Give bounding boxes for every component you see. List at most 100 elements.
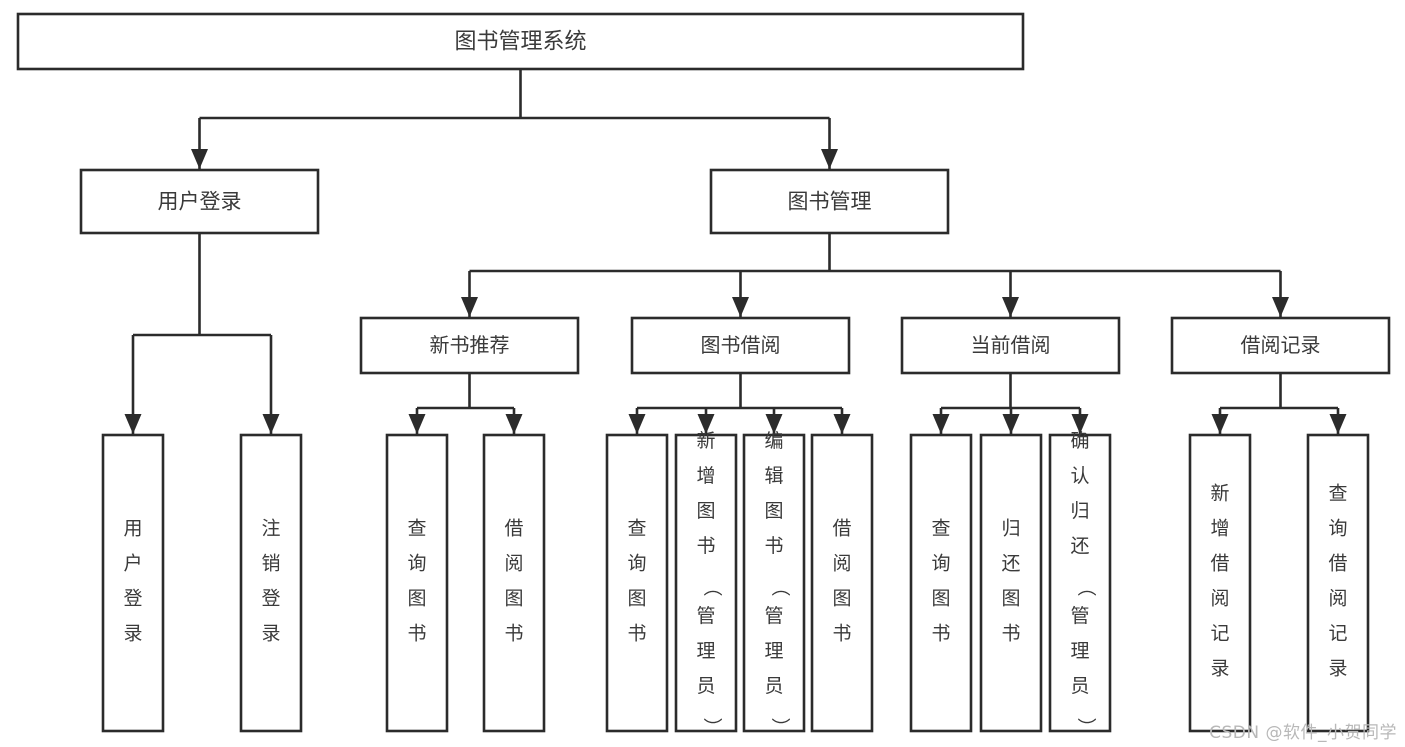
leaf-node-5-char: 理 (696, 640, 715, 662)
leaf-node-5-char: 书 (696, 535, 715, 557)
leaf-node-6-char: 图 (764, 500, 783, 522)
arrow-head-icon (765, 414, 783, 434)
level3-node-0[interactable]: 新书推荐 (359, 316, 580, 375)
level3-node-3-label: 借阅记录 (1241, 333, 1321, 357)
leaf-node-4-char: 询 (627, 553, 646, 575)
leaf-node-5-char: 员 (696, 675, 715, 697)
arrow-head-icon (408, 414, 426, 434)
arrow-head-icon (505, 414, 523, 434)
leaf-node-6-rect (742, 433, 806, 733)
arrow-head-icon (1071, 414, 1089, 434)
leaf-node-7-char: 阅 (832, 553, 851, 575)
arrow-head-icon (821, 149, 838, 169)
leaf-node-10-char: ） (1075, 717, 1097, 736)
leaf-node-9-char: 归 (1001, 518, 1020, 540)
leaf-node-10-char: 理 (1070, 640, 1089, 662)
leaf-node-7-char: 图 (832, 588, 851, 610)
leaf-node-2-rect (385, 433, 449, 733)
arrow-head-icon (697, 414, 715, 434)
leaf-node-7-char: 书 (832, 623, 851, 645)
watermark-text: CSDN @软件_小贺同学 (1209, 723, 1397, 743)
leaf-node-5-char: 增 (696, 465, 715, 487)
leaf-node-11-char: 记 (1210, 623, 1229, 645)
level3-node-2-rect (900, 316, 1121, 375)
leaf-node-10-char: 还 (1070, 535, 1089, 557)
leaf-node-10-char: 确 (1070, 430, 1089, 452)
leaf-node-1-char: 录 (261, 623, 280, 645)
leaf-node-6-char: 辑 (764, 465, 783, 487)
leaf-node-10-rect (1048, 433, 1112, 733)
leaf-node-3-char: 阅 (504, 553, 523, 575)
leaf-node-2-char: 询 (407, 553, 426, 575)
leaf-node-0[interactable]: 用户登录 (101, 433, 165, 733)
arrow-head-icon (833, 414, 851, 434)
leaf-node-6-char: 编 (764, 430, 783, 452)
level2-node-0[interactable]: 用户登录 (79, 168, 320, 235)
leaf-node-6-char: （ (769, 577, 791, 596)
leaf-node-10-char: 认 (1070, 465, 1089, 487)
arrow-head-icon (1002, 297, 1019, 317)
leaf-node-3-char: 图 (504, 588, 523, 610)
leaf-node-1-char: 登 (261, 588, 280, 610)
arrow-head-icon (932, 414, 950, 434)
arrow-head-icon (124, 414, 142, 434)
leaf-node-6-char: 管 (764, 605, 783, 627)
leaf-node-12-char: 录 (1328, 658, 1347, 680)
level3-node-2[interactable]: 当前借阅 (900, 316, 1121, 375)
leaf-node-4-rect (605, 433, 669, 733)
leaf-node-5-char: 新 (696, 430, 715, 452)
leaf-node-4-char: 查 (627, 518, 646, 540)
level2-node-1[interactable]: 图书管理 (709, 168, 950, 235)
leaf-node-9-rect (979, 433, 1043, 733)
root-node[interactable]: 图书管理系统 (16, 12, 1025, 71)
leaf-node-9-char: 图 (1001, 588, 1020, 610)
leaf-node-4-char: 图 (627, 588, 646, 610)
leaf-node-3-char: 书 (504, 623, 523, 645)
level3-node-1-rect (630, 316, 851, 375)
leaf-node-8-char: 书 (931, 623, 950, 645)
leaf-node-0-char: 户 (123, 553, 142, 575)
level2-node-0-label: 用户登录 (158, 190, 242, 214)
level3-node-0-rect (359, 316, 580, 375)
leaf-node-8-rect (909, 433, 973, 733)
leaf-node-5-char: ） (701, 717, 723, 736)
leaf-node-11-rect (1188, 433, 1252, 733)
arrow-head-icon (461, 297, 478, 317)
leaf-node-2-char: 查 (407, 518, 426, 540)
root-node-rect (16, 12, 1025, 71)
leaf-node-8-char: 图 (931, 588, 950, 610)
level3-node-1[interactable]: 图书借阅 (630, 316, 851, 375)
arrow-head-icon (732, 297, 749, 317)
leaf-node-11-char: 增 (1210, 518, 1229, 540)
leaf-node-11-char: 借 (1210, 553, 1229, 575)
arrow-head-icon (628, 414, 646, 434)
leaf-node-0-rect (101, 433, 165, 733)
arrow-head-icon (191, 149, 208, 169)
level2-node-1-rect (709, 168, 950, 235)
leaf-node-8-char: 询 (931, 553, 950, 575)
arrow-head-icon (1211, 414, 1229, 434)
leaf-node-0-char: 录 (123, 623, 142, 645)
leaf-node-10-char: 归 (1070, 500, 1089, 522)
leaf-node-4-char: 书 (627, 623, 646, 645)
leaf-node-5-char: （ (701, 577, 723, 596)
leaf-node-12-char: 阅 (1328, 588, 1347, 610)
leaf-node-5-char: 管 (696, 605, 715, 627)
level3-node-3[interactable]: 借阅记录 (1170, 316, 1391, 375)
leaf-node-11-char: 阅 (1210, 588, 1229, 610)
leaf-node-9-char: 书 (1001, 623, 1020, 645)
arrow-head-icon (1329, 414, 1347, 434)
